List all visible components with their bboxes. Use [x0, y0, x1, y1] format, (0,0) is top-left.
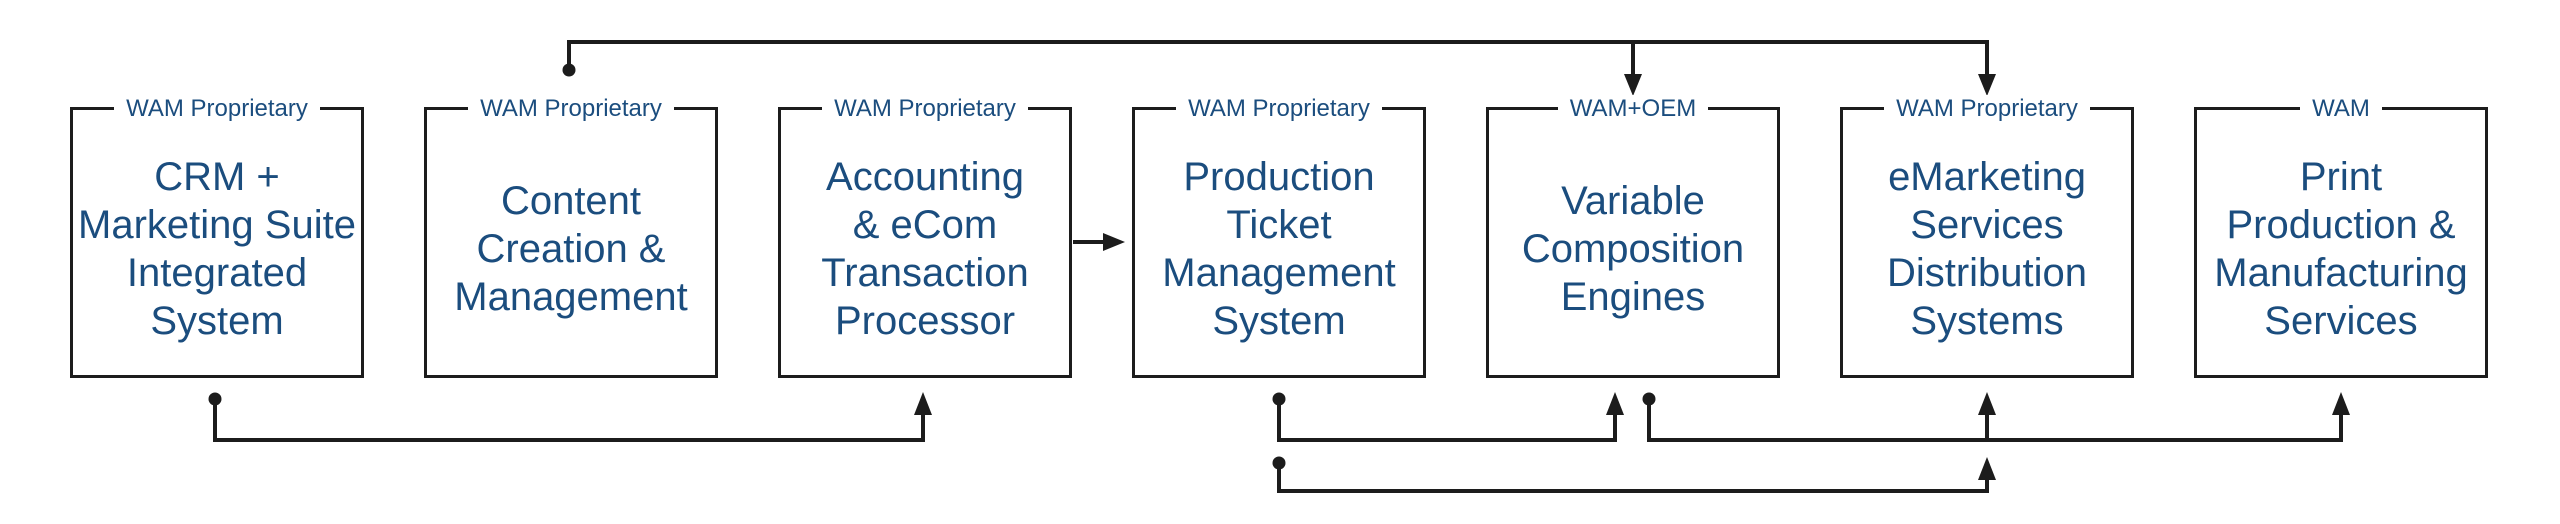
box-text-line: Content [500, 178, 642, 223]
box-text-line: Creation & [476, 226, 666, 271]
box-text-line: Engines [1560, 274, 1706, 319]
connector-line [567, 40, 1989, 76]
box-text-line: Distribution [1886, 250, 2088, 295]
junction-dot [208, 392, 222, 406]
box-header: WAM Proprietary [1135, 95, 1423, 125]
connector-line [213, 399, 925, 442]
arrowhead-down-icon [1624, 74, 1642, 96]
accounting-to-production-arrow [1073, 233, 1125, 251]
junction-dot [562, 63, 576, 77]
box-text-line: Management [1162, 250, 1396, 295]
arrowhead-down-icon [1978, 74, 1996, 96]
box-text-line: Production [1183, 154, 1375, 199]
production-to-emarketing-connector [1272, 456, 1996, 493]
box-text-line: CRM + [154, 154, 280, 199]
box-text-line: Print [2299, 154, 2383, 199]
production-to-composition-connector [1272, 392, 1624, 442]
box-header: WAM+OEM [1489, 95, 1777, 125]
box-text-line: Production & [2226, 202, 2456, 247]
connector-line [1277, 463, 1989, 493]
box-text-line: Systems [1910, 298, 2064, 343]
box-text-line: Management [454, 274, 688, 319]
junction-dot [1272, 392, 1286, 406]
crm-to-accounting-connector [208, 392, 932, 442]
connector-line [1277, 399, 1617, 442]
composition-to-outputs-connector [1642, 392, 2350, 442]
box-text-line: Composition [1521, 226, 1745, 271]
box-text-line: Marketing Suite [78, 202, 356, 247]
box-header-label: WAM+OEM [1557, 95, 1709, 122]
box-text-line: Variable [1561, 178, 1705, 223]
arrowhead-up-icon [2332, 392, 2350, 415]
box-text-line: & eCom [852, 202, 998, 247]
box-text-line: System [150, 298, 284, 343]
box-text-line: Ticket [1226, 202, 1332, 247]
arrowhead-right-icon [1103, 233, 1125, 251]
box-header: WAM Proprietary [427, 95, 715, 125]
arrowhead-up-icon [1978, 392, 1996, 415]
top-distribution-connector [562, 40, 1996, 96]
box-text-line: System [1212, 298, 1346, 343]
box-header-label: WAM [2300, 95, 2382, 122]
box-header-label: WAM Proprietary [468, 95, 674, 122]
box-text-line: Accounting [826, 154, 1024, 199]
box-text-line: Manufacturing [2214, 250, 2468, 295]
arrowhead-up-icon [1978, 457, 1996, 480]
box-header-label: WAM Proprietary [114, 95, 320, 122]
box-header-label: WAM Proprietary [1884, 95, 2090, 122]
junction-dot [1272, 456, 1286, 470]
box-header: WAM [2197, 95, 2485, 125]
junction-dot [1642, 392, 1656, 406]
box-text-line: Integrated [126, 250, 308, 295]
arrowhead-up-icon [914, 392, 932, 415]
box-header-label: WAM Proprietary [1176, 95, 1382, 122]
box-header: WAM Proprietary [1843, 95, 2131, 125]
box-text-line: Services [2264, 298, 2418, 343]
box-header-label: WAM Proprietary [822, 95, 1028, 122]
box-header: WAM Proprietary [73, 95, 361, 125]
box-text-line: eMarketing [1888, 154, 2086, 199]
box-text-line: Processor [834, 298, 1016, 343]
box-text-line: Services [1910, 202, 2064, 247]
box-header: WAM Proprietary [781, 95, 1069, 125]
box-text-line: Transaction [821, 250, 1029, 295]
arrowhead-up-icon [1606, 392, 1624, 415]
connector-line [1647, 399, 2343, 442]
